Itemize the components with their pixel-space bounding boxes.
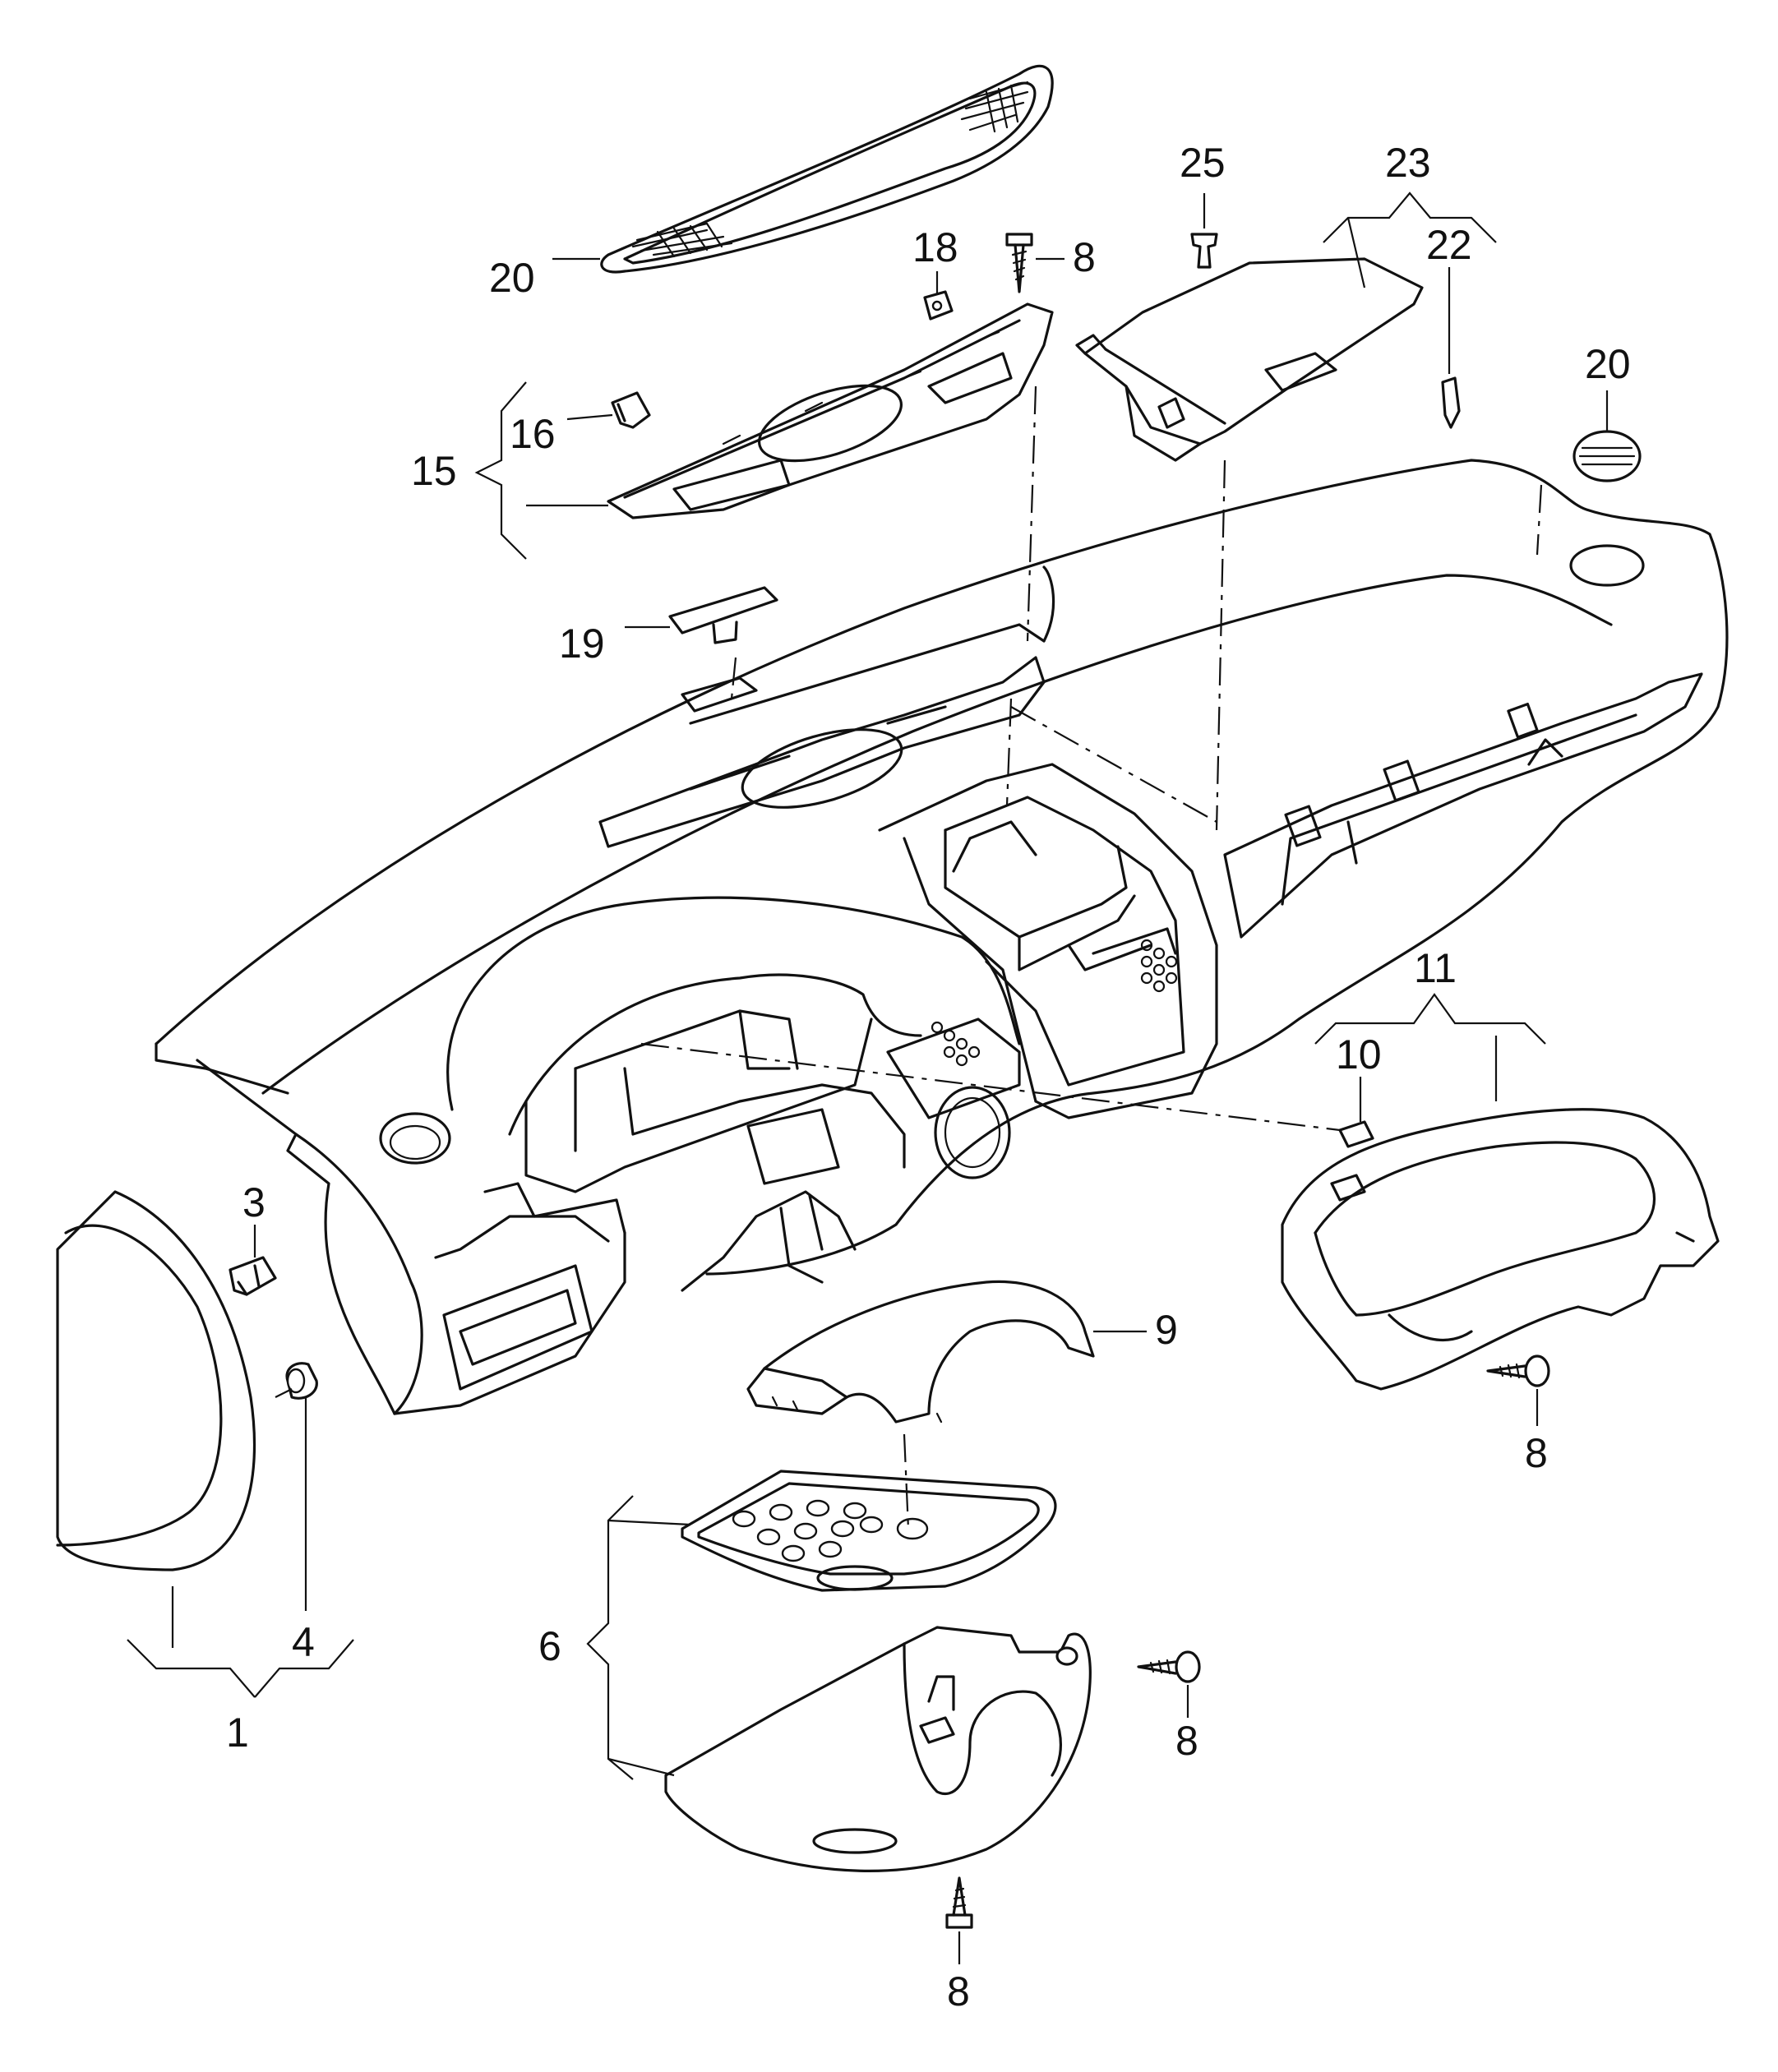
callout-20-top: 20: [489, 255, 535, 301]
callout-8-top: 8: [1073, 234, 1096, 280]
callout-4: 4: [292, 1619, 315, 1665]
screw-8-bolster-side: [1137, 1650, 1201, 1683]
part-defroster-grille: [600, 64, 1054, 274]
leader-lines: [127, 192, 1609, 1964]
screw-8-bolster-bottom: [945, 1876, 973, 1929]
callout-22: 22: [1426, 222, 1472, 268]
callout-9: 9: [1155, 1307, 1178, 1353]
callout-labels: 1 3 4 6 8 8 8 8 9 10 11 15 16 18 19 20 2…: [226, 140, 1631, 2014]
part-grommet-4: [285, 1362, 318, 1400]
part-grommet-20: [1572, 430, 1642, 482]
part-center-trim-panel: [607, 302, 1054, 519]
callout-6: 6: [538, 1623, 561, 1669]
callout-18: 18: [912, 224, 958, 270]
screw-8-top: [1005, 233, 1033, 293]
callout-1: 1: [226, 1710, 249, 1756]
part-knee-bolster-lower: [664, 1626, 1092, 1872]
part-knee-bolster-upper: [681, 1470, 1057, 1592]
part-clip-16: [611, 391, 651, 429]
part-clip-3: [229, 1256, 277, 1296]
part-clip-22: [1441, 376, 1461, 429]
callout-15: 15: [411, 448, 457, 494]
part-cover-19: [668, 586, 778, 713]
callout-19: 19: [559, 621, 605, 667]
part-clip-18: [923, 290, 954, 321]
callout-10: 10: [1336, 1031, 1382, 1078]
screw-8-cluster: [1486, 1354, 1550, 1387]
clip-lower-bolster: [1055, 1646, 1078, 1666]
part-instrument-cluster: [1281, 1108, 1720, 1391]
callout-8-cluster: 8: [1525, 1430, 1548, 1476]
callout-3: 3: [242, 1179, 266, 1225]
vent-grille-left: [931, 1021, 981, 1067]
callout-11: 11: [1414, 945, 1457, 991]
assembly-lines: [640, 385, 1543, 1530]
part-airbag-module: [1075, 257, 1424, 462]
part-end-cap: [56, 1190, 256, 1571]
callout-25: 25: [1180, 140, 1226, 186]
callout-16: 16: [510, 411, 556, 457]
callout-20-right: 20: [1585, 341, 1631, 387]
part-steering-column-cover-upper: [746, 1280, 1095, 1424]
grille-mesh: [631, 81, 1029, 258]
vent-grille-right: [1140, 939, 1178, 993]
part-clip-10: [1338, 1120, 1374, 1148]
part-rivet-25: [1190, 233, 1218, 269]
callout-8-bottom: 8: [947, 1968, 970, 2014]
callout-8-bolster: 8: [1175, 1718, 1198, 1764]
dashboard-panel: [155, 459, 1729, 1415]
callout-23: 23: [1385, 140, 1431, 186]
